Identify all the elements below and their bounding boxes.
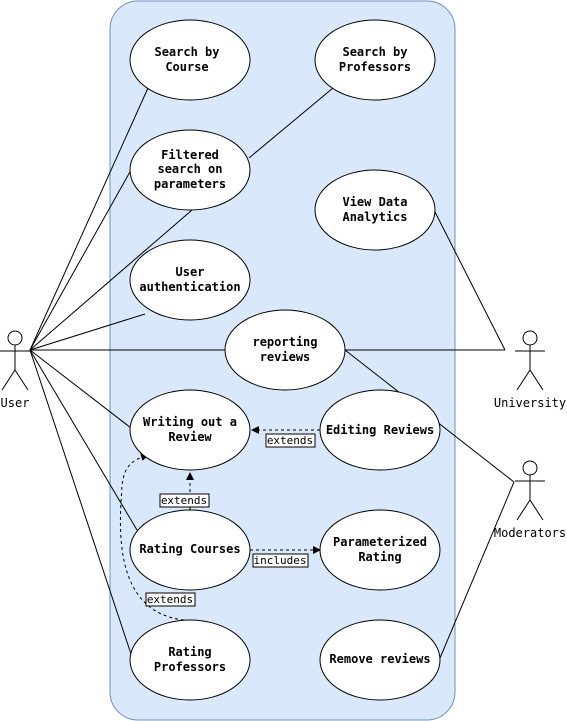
assoc-analytics-university	[433, 209, 506, 351]
stick-figure-icon	[515, 330, 545, 391]
assoc-user-search-professors	[29, 209, 193, 351]
actor-label: University	[494, 396, 566, 410]
relation-label-extends-editing: extends	[265, 433, 316, 448]
use-case-remove-reviews[interactable]: Remove reviews	[319, 619, 441, 701]
svg-text:extends: extends	[161, 494, 207, 507]
assoc-user-auth	[29, 313, 146, 351]
svg-text:includes: includes	[254, 554, 307, 567]
svg-text:extends: extends	[267, 434, 313, 447]
assoc-moderators-remove	[439, 481, 515, 659]
actor-moderators[interactable]: Moderators	[494, 460, 566, 540]
associations	[29, 87, 515, 659]
actor-label: User	[1, 396, 30, 410]
relation-label-extends-rating-courses: extends	[159, 493, 210, 508]
assoc-user-writing-review	[29, 349, 132, 429]
assoc-user-rating-professors	[29, 349, 132, 655]
assoc-user-search-course	[29, 87, 149, 351]
relation-label-includes-parameterized: includes	[252, 553, 309, 568]
use-case-label: Rating Courses	[139, 542, 240, 556]
use-case-rating-courses[interactable]: Rating Courses	[129, 509, 251, 591]
rel-rating-professors-extends-writing	[119, 453, 185, 621]
use-case-editing-reviews[interactable]: Editing Reviews	[319, 389, 441, 471]
assoc-user-filtered-search	[29, 169, 132, 351]
actor-university[interactable]: University	[494, 330, 566, 410]
relation-label-extends-rating-professors: extends	[145, 592, 196, 607]
use-case-label: Remove reviews	[329, 652, 430, 666]
assoc-user-rating-courses	[29, 349, 138, 531]
assoc-filtered-search-professors	[248, 87, 334, 159]
actor-user[interactable]: User	[0, 330, 30, 410]
stick-figure-icon	[515, 460, 545, 521]
stick-figure-icon	[0, 330, 30, 391]
use-case-label: Editing Reviews	[326, 423, 434, 437]
actor-label: Moderators	[494, 526, 566, 540]
svg-text:extends: extends	[147, 593, 193, 606]
